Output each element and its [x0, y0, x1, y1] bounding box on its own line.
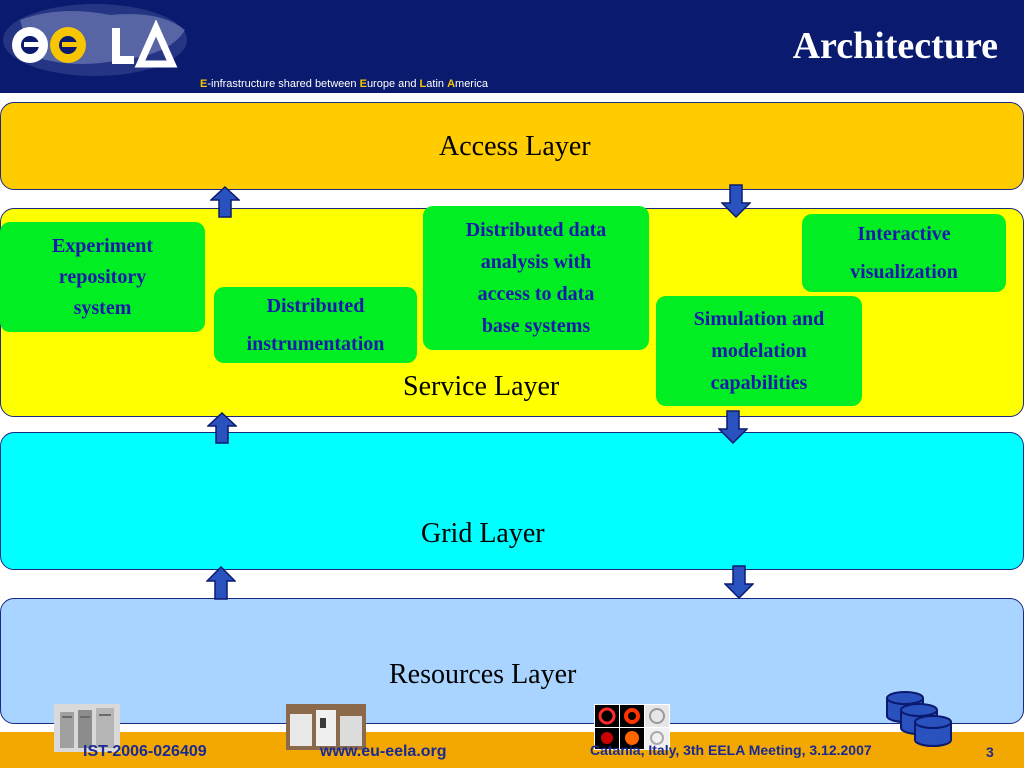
down-arrow-icon [724, 565, 754, 599]
resources-layer: Resources Layer [0, 598, 1024, 724]
up-arrow-icon [207, 412, 237, 444]
slide-number: 3 [986, 744, 994, 760]
service-layer-label: Service Layer [403, 371, 560, 402]
service-line: modelation [711, 340, 807, 362]
down-arrow-icon [718, 410, 748, 444]
grid-layer-label: Grid Layer [421, 518, 545, 549]
footer-project-id: IST-2006-026409 [83, 743, 207, 760]
access-layer-label: Access Layer [439, 131, 591, 162]
service-line: Distributed [266, 295, 365, 317]
service-line: repository [58, 265, 147, 288]
service-line: Experiment [51, 234, 154, 257]
header-divider [0, 93, 1024, 96]
server-rack-icon [54, 704, 120, 752]
subtitle-part: E [200, 78, 208, 90]
subtitle-part: merica [455, 78, 489, 90]
service-line: capabilities [710, 372, 808, 394]
access-layer: Access Layer [0, 102, 1024, 190]
header-subtitle: E-infrastructure shared between Europe a… [200, 78, 488, 90]
service-line: visualization [850, 261, 958, 283]
subtitle-part: E [359, 78, 367, 90]
service-line: Interactive [857, 223, 951, 245]
service-line: Simulation and [693, 308, 825, 330]
footer-meeting: Catania, Italy, 3th EELA Meeting, 3.12.2… [590, 742, 872, 758]
service-line: base systems [481, 315, 591, 337]
service-line: instrumentation [246, 333, 385, 355]
lab-equipment-icon [286, 704, 366, 750]
interactive-visualization-box: Interactive visualization [802, 214, 1006, 292]
eela-logo-icon [0, 0, 200, 93]
down-arrow-icon [721, 184, 751, 218]
grid-layer: Grid Layer [0, 432, 1024, 570]
distributed-data-analysis-box: Distributed data analysis with access to… [423, 206, 649, 350]
footer-url[interactable]: www.eu-eela.org [320, 743, 447, 760]
service-line: system [73, 296, 132, 319]
service-line: analysis with [480, 251, 592, 273]
simulation-modelation-box: Simulation and modelation capabilities [656, 296, 862, 406]
service-line: Distributed data [465, 219, 607, 241]
service-line: access to data [477, 283, 595, 305]
database-stack-icon [886, 691, 952, 747]
slide-header: Architecture E-infrastructure shared bet… [0, 0, 1024, 93]
resources-layer-label: Resources Layer [389, 659, 577, 690]
subtitle-part: L [419, 78, 427, 90]
up-arrow-icon [206, 566, 236, 600]
subtitle-part: atin [426, 78, 448, 90]
up-arrow-icon [210, 186, 240, 218]
experiment-repository-box: Experiment repository system [0, 222, 205, 332]
sensor-image-icon [594, 704, 670, 750]
slide-title: Architecture [792, 25, 998, 67]
subtitle-part: -infrastructure shared between [207, 78, 360, 90]
distributed-instrumentation-box: Distributed instrumentation [214, 287, 417, 363]
subtitle-part: urope and [366, 78, 420, 90]
slide-footer [0, 732, 1024, 768]
subtitle-part: A [447, 78, 456, 90]
